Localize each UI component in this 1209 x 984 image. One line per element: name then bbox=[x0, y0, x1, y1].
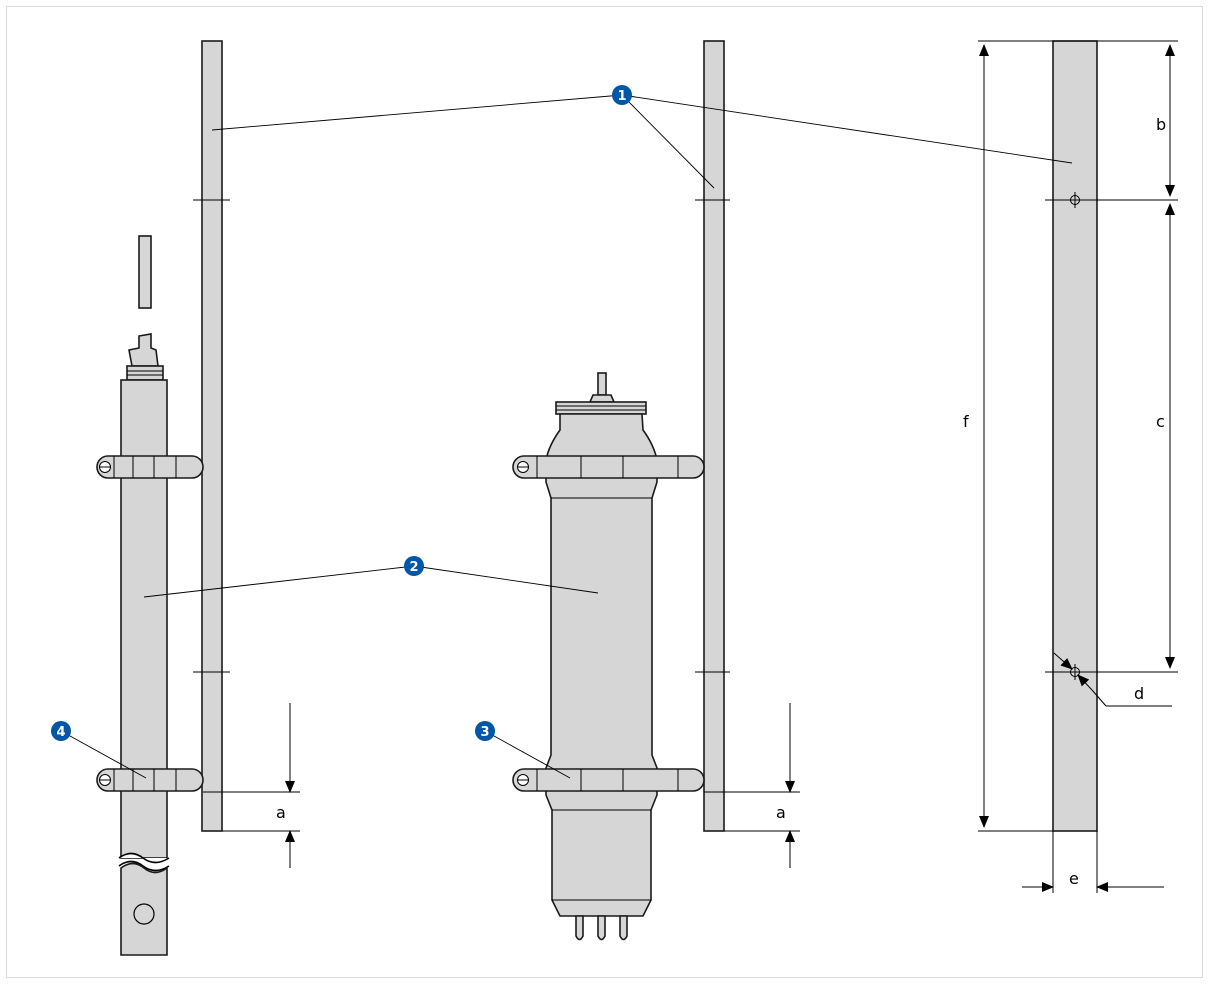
dimension-a-label: a bbox=[776, 803, 786, 822]
callout-1-label: 1 bbox=[617, 89, 626, 104]
middle-assembly: a bbox=[512, 40, 800, 941]
dimension-d-label: d bbox=[1134, 684, 1144, 703]
right-rail-drawing: f b c d e bbox=[963, 40, 1178, 893]
dimension-b-label: b bbox=[1156, 115, 1166, 134]
connector-pin bbox=[575, 915, 584, 941]
dimension-e-label: e bbox=[1069, 869, 1079, 888]
connector-pin bbox=[619, 915, 628, 941]
left-assembly: a bbox=[96, 40, 300, 956]
housing-top-cap bbox=[588, 394, 616, 403]
clamp-upper-middle bbox=[512, 455, 705, 479]
callout-2-label: 2 bbox=[409, 560, 418, 575]
gland-nut bbox=[126, 365, 164, 381]
clamp-upper-left bbox=[96, 455, 204, 479]
callout-3: 3 bbox=[475, 721, 495, 741]
probe-end-hole bbox=[133, 903, 155, 925]
mounting-rail-left bbox=[201, 40, 223, 832]
connector-pin bbox=[597, 915, 606, 941]
callout-3-label: 3 bbox=[480, 725, 489, 740]
callout-4: 4 bbox=[51, 721, 71, 741]
cable-stub bbox=[597, 372, 607, 396]
mounting-rail-dimensioned bbox=[1052, 40, 1098, 832]
leader-lines bbox=[60, 94, 1073, 779]
housing-top-ring bbox=[555, 401, 647, 415]
mounting-rail-middle bbox=[703, 40, 725, 832]
clamp-lower-left bbox=[96, 768, 204, 792]
callout-4-label: 4 bbox=[56, 725, 65, 740]
callout-2: 2 bbox=[404, 556, 424, 576]
dimension-f-label: f bbox=[963, 412, 969, 431]
callout-1: 1 bbox=[612, 85, 632, 105]
break-symbol-2 bbox=[118, 860, 170, 872]
dimension-c-label: c bbox=[1156, 412, 1165, 431]
cable-segment bbox=[138, 235, 152, 309]
clamp-lower-middle bbox=[512, 768, 705, 792]
drawing-frame bbox=[6, 6, 1203, 978]
housing-body bbox=[545, 413, 658, 917]
dimension-a-left: a bbox=[203, 703, 300, 868]
dimension-a-middle: a bbox=[704, 703, 800, 868]
break-symbol bbox=[118, 852, 170, 864]
cable-gland bbox=[128, 333, 159, 367]
dimension-a-label: a bbox=[276, 803, 286, 822]
